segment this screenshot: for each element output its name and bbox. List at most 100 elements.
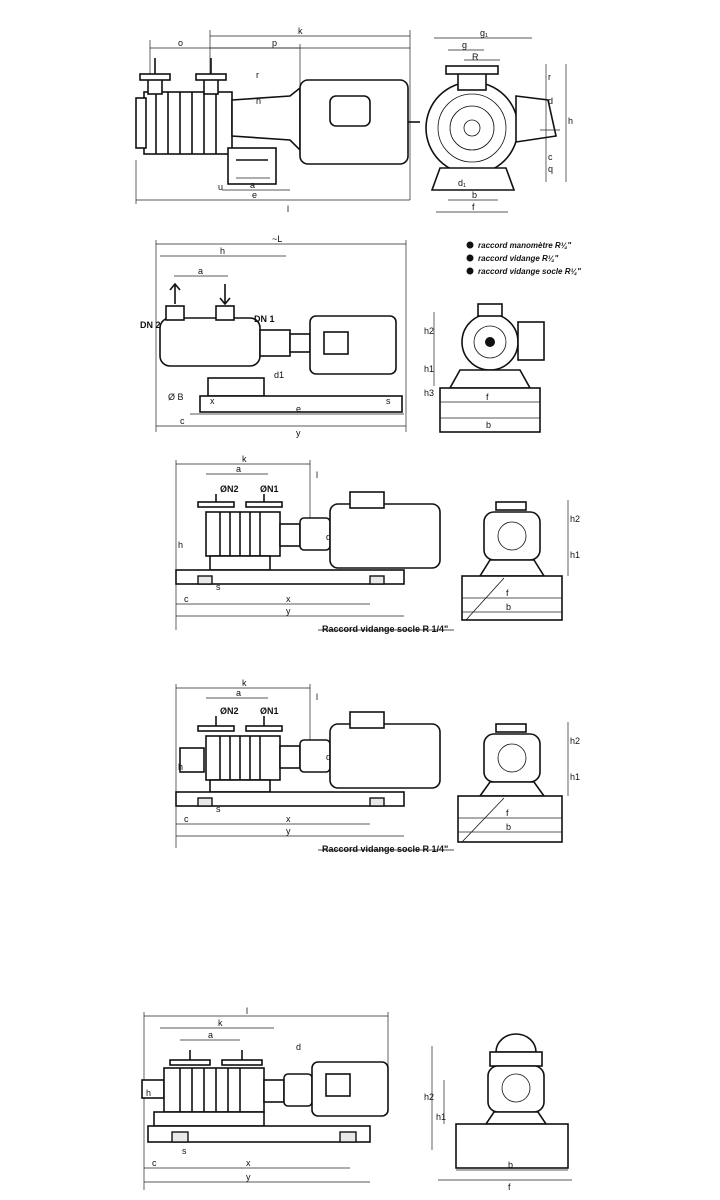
legend-item-1: raccord manomètre R¼" — [478, 241, 571, 250]
dim5-a: a — [208, 1030, 213, 1040]
label-phiB: Ø B — [168, 392, 184, 402]
dim-p: p — [272, 38, 277, 48]
dim3-a: a — [236, 464, 241, 474]
drawing-5-end-view: b f h2 h1 — [424, 1033, 572, 1192]
dim-n: n — [256, 96, 261, 106]
dim-o: o — [178, 38, 183, 48]
dim3-y: y — [286, 606, 291, 616]
dim3-d: d — [326, 532, 331, 542]
dim3-h: h — [178, 540, 183, 550]
dim4-s: s — [216, 804, 221, 814]
label-DN1: DN 1 — [254, 314, 275, 324]
dim-d1: d₁ — [458, 178, 466, 188]
drawing-3-end-view: f b h2 h1 — [461, 500, 580, 621]
dim2-c: c — [180, 416, 185, 426]
dim4-h1: h1 — [570, 772, 580, 782]
legend-dot-2 — [466, 254, 474, 262]
legend-item-3: raccord vidange socle R¼" — [478, 267, 581, 276]
dim5-x: x — [246, 1158, 251, 1168]
dim4-h: h — [178, 762, 183, 772]
dim2-f: f — [486, 392, 489, 402]
dim4-h2: h2 — [570, 736, 580, 746]
dim3-l: l — [316, 470, 318, 480]
dim4-y: y — [286, 826, 291, 836]
dim5-s: s — [182, 1146, 187, 1156]
dim3-c: c — [184, 594, 189, 604]
dim-r: r — [256, 70, 259, 80]
dim5-h: h — [146, 1088, 151, 1098]
dim2-s: s — [386, 396, 391, 406]
legend-item-2: raccord vidange R¼" — [478, 254, 558, 263]
dim4-d: d — [326, 752, 331, 762]
dim4-a: a — [236, 688, 241, 698]
dim-g1: g₁ — [480, 28, 488, 38]
dim5-l: l — [246, 1006, 248, 1016]
dim3-h1: h1 — [570, 550, 580, 560]
dim4-c: c — [184, 814, 189, 824]
pump4-stages — [219, 736, 261, 780]
dim3-k: k — [242, 454, 247, 464]
dim-r-end: r — [548, 72, 551, 82]
dim2-a: a — [198, 266, 203, 276]
dim-a: a — [250, 180, 255, 190]
pump3-stages — [219, 512, 261, 556]
pump-stages — [155, 92, 217, 154]
dim4-f: f — [506, 808, 509, 818]
drawing-1-end-view: g₁ g R f b d₁ r d c h q — [425, 28, 573, 213]
dim-e: e — [252, 190, 257, 200]
dim-g: g — [462, 40, 467, 50]
drawing-2-side-view: ~L h a DN 2 DN 1 Ø B c e y x s d1 — [140, 234, 407, 438]
dim5-b: b — [508, 1160, 513, 1170]
callout4: Raccord vidange socle R 1/4" — [322, 844, 448, 854]
dim5-d: d — [296, 1042, 301, 1052]
dim2-x: x — [210, 396, 215, 406]
drawing-4-side-view: k a l ØN2 ØN1 h c x y s d Raccord vidang… — [175, 678, 454, 854]
dim-u: u — [218, 182, 223, 192]
drawing-4-end-view: f b h2 h1 — [457, 722, 580, 843]
label4-DN1: ØN1 — [260, 706, 279, 716]
dim-c: c — [548, 152, 553, 162]
dim2-h1: h1 — [424, 364, 434, 374]
dim-q: q — [548, 164, 553, 174]
dim-k: k — [298, 26, 303, 36]
dim5-h2: h2 — [424, 1092, 434, 1102]
dim-b: b — [472, 190, 477, 200]
dim3-x: x — [286, 594, 291, 604]
dim-f: f — [472, 202, 475, 212]
dim5-h1: h1 — [436, 1112, 446, 1122]
dim2-L: ~L — [272, 234, 282, 244]
dim2-h2: h2 — [424, 326, 434, 336]
dim5-c: c — [152, 1158, 157, 1168]
dim-h: h — [568, 116, 573, 126]
dim2-e: e — [296, 404, 301, 414]
dim4-b: b — [506, 822, 511, 832]
dim3-f: f — [506, 588, 509, 598]
dim2-d1: d1 — [274, 370, 284, 380]
drawing-3-side-view: k a l ØN2 ØN1 h c x y s d Raccord vidang… — [175, 454, 454, 634]
dim-d: d — [548, 96, 553, 106]
dim3-h2: h2 — [570, 514, 580, 524]
dim5-y: y — [246, 1172, 251, 1182]
dim3-b: b — [506, 602, 511, 612]
label4-DN2: ØN2 — [220, 706, 239, 716]
dim-l: l — [287, 204, 289, 214]
dim5-f: f — [508, 1182, 511, 1192]
drawing-2-legend: raccord manomètre R¼" raccord vidange R¼… — [466, 241, 581, 276]
label3-DN2: ØN2 — [220, 484, 239, 494]
dim2-b: b — [486, 420, 491, 430]
drawing-5-side-view: l k a h c x y s d — [141, 1006, 389, 1190]
dim4-x: x — [286, 814, 291, 824]
dim3-s: s — [216, 582, 221, 592]
pump5-stages — [179, 1068, 241, 1112]
dim2-y: y — [296, 428, 301, 438]
legend-dot-1 — [466, 241, 474, 249]
legend-dot-3 — [466, 267, 474, 275]
dim4-l: l — [316, 692, 318, 702]
drawing-2-end-view: f b h2 h1 h3 — [424, 303, 545, 433]
dim5-k: k — [218, 1018, 223, 1028]
dim4-k: k — [242, 678, 247, 688]
dim2-h3: h3 — [424, 388, 434, 398]
callout3: Raccord vidange socle R 1/4" — [322, 624, 448, 634]
drawing-1-side-view: o k p l a e u n r — [135, 26, 420, 214]
label3-DN1: ØN1 — [260, 484, 279, 494]
